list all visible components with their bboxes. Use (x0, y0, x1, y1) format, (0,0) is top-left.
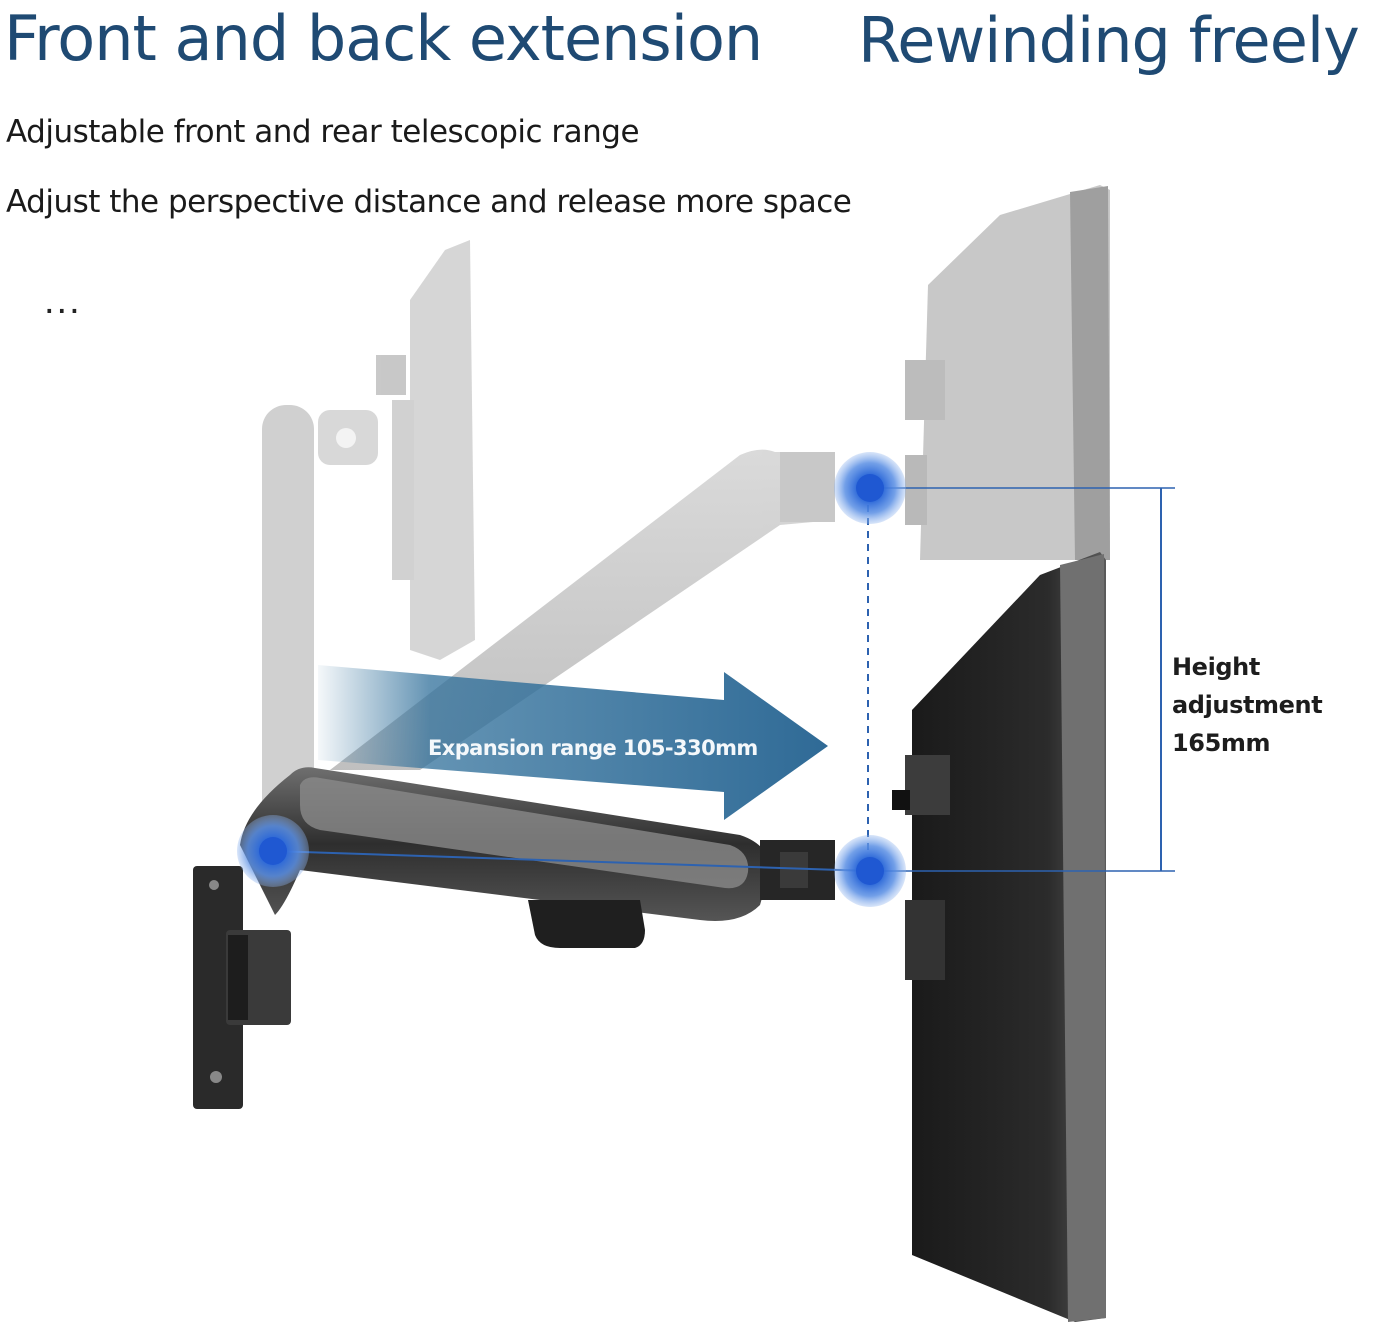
heading-rewinding-freely: Rewinding freely (858, 4, 1360, 77)
ghost-pole (262, 405, 378, 825)
main-arm (240, 767, 835, 948)
ghost-raised-monitor (905, 185, 1110, 560)
height-label-line-3: 165mm (1172, 729, 1271, 757)
heading-front-back-extension: Front and back extension (4, 2, 763, 75)
expansion-range-label: Expansion range 105-330mm (428, 736, 758, 760)
height-dimension-lines (271, 487, 1175, 872)
description-line-2: Adjust the perspective distance and rele… (6, 184, 852, 220)
wall-mount-bracket (193, 866, 291, 1109)
ghost-rear-monitor (376, 240, 475, 660)
front-monitor (892, 552, 1106, 1322)
ellipsis-marker: ... (44, 280, 82, 322)
height-label-line-2: adjustment (1172, 691, 1323, 719)
description-line-1: Adjustable front and rear telescopic ran… (6, 114, 640, 150)
expansion-arrow (318, 665, 828, 820)
height-label-line-1: Height (1172, 653, 1260, 681)
height-adjustment-label: Height adjustment 165mm (1172, 648, 1323, 762)
